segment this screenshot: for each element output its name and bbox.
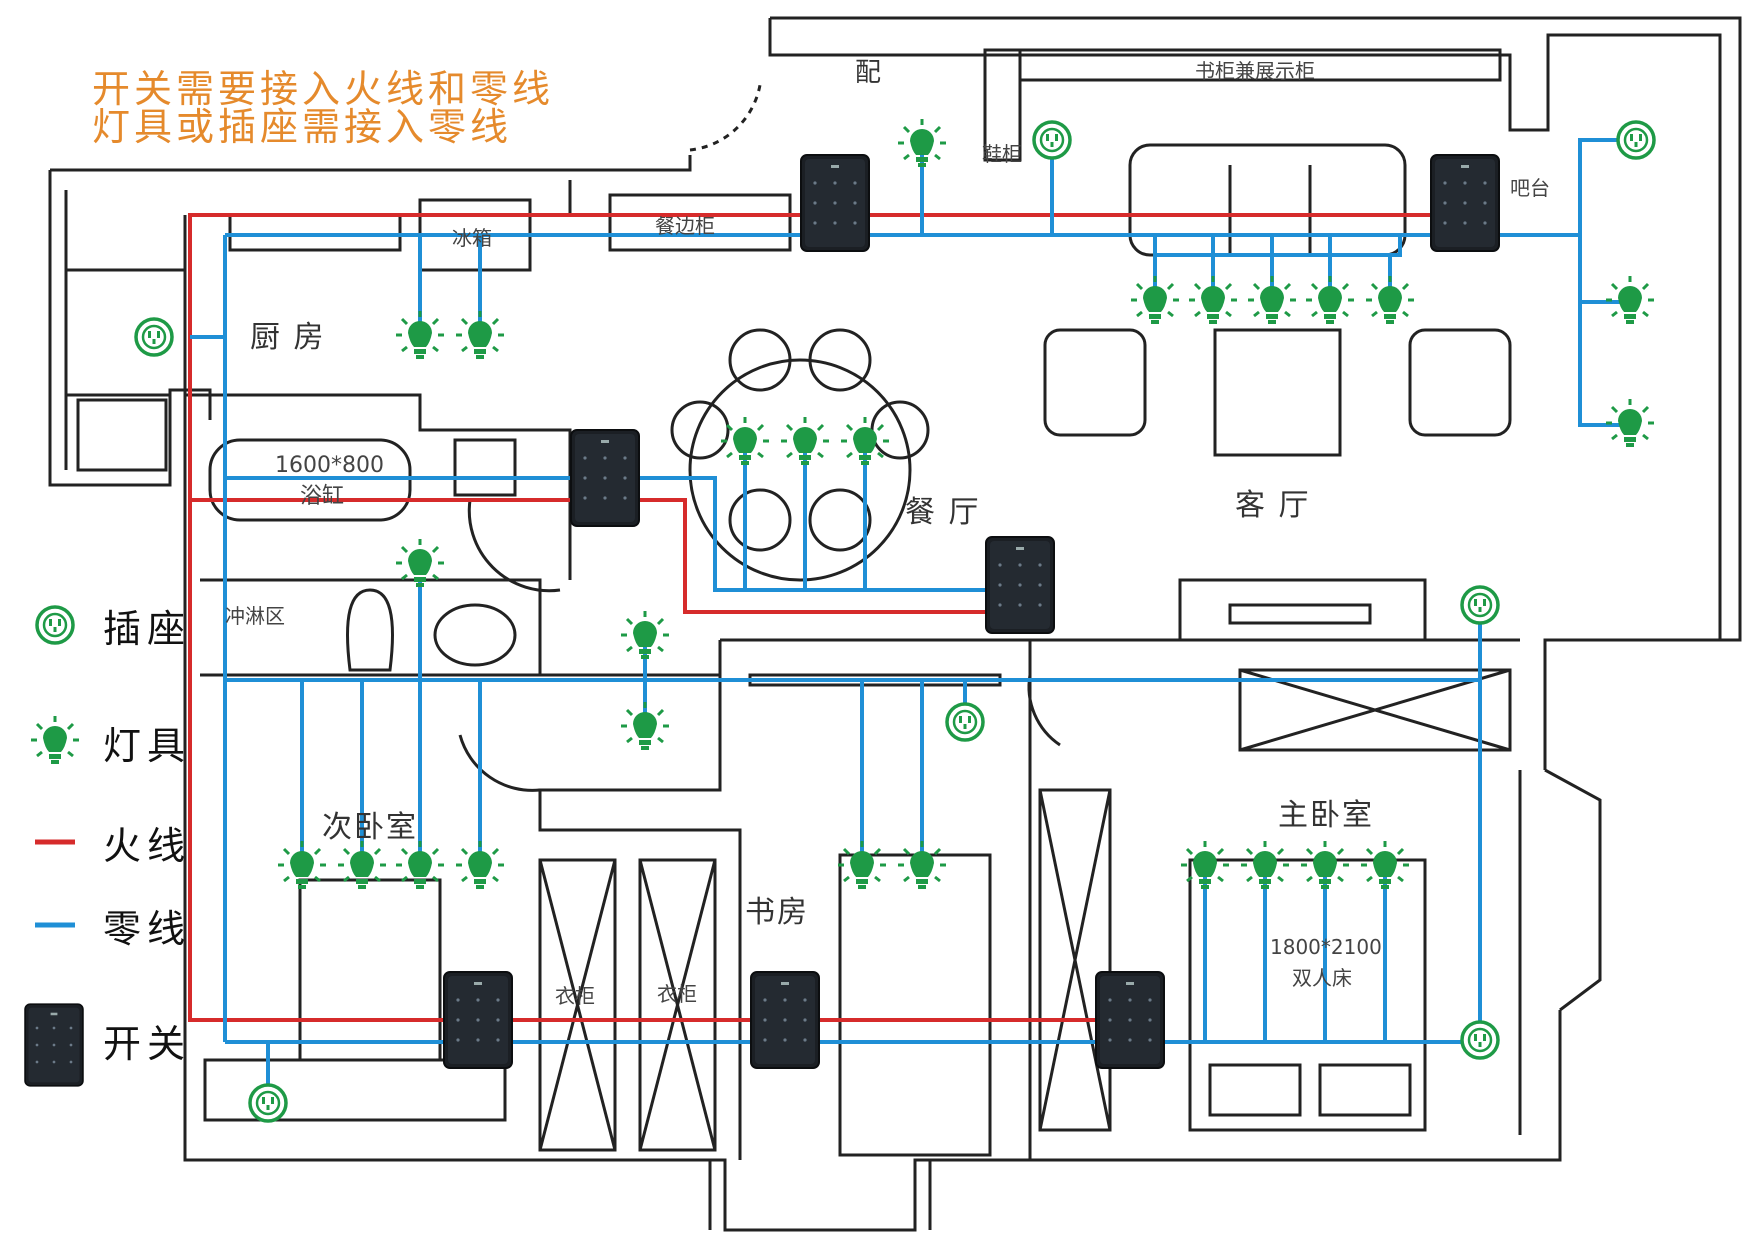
label-wardrobe-2: 衣柜 <box>657 982 697 1006</box>
label-shower: 冲淋区 <box>225 604 285 628</box>
label-shoe: 鞋柜 <box>982 142 1022 166</box>
label-study: 书房 <box>745 895 809 930</box>
legend-light: 灯具 <box>30 707 191 777</box>
label-dining: 餐 厅 <box>905 495 981 530</box>
live-wires <box>188 213 1440 1022</box>
legend-switch-label: 开关 <box>103 1021 192 1066</box>
label-master-bedroom: 主卧室 <box>1278 798 1374 833</box>
label-second-bedroom: 次卧室 <box>322 810 418 845</box>
label-living: 客 厅 <box>1235 488 1311 523</box>
legend-switch: 开关 <box>30 1005 191 1075</box>
legend-socket: 插座 <box>30 590 191 660</box>
legend-symbols <box>24 605 84 1087</box>
label-tub: 浴缸 <box>300 484 345 509</box>
label-bed-size: 1800*2100 <box>1270 935 1382 959</box>
label-bookcase: 书柜兼展示柜 <box>1195 59 1315 83</box>
label-kitchen: 厨 房 <box>250 320 326 355</box>
label-wardrobe-1: 衣柜 <box>555 984 595 1008</box>
label-bar: 吧台 <box>1510 176 1550 200</box>
note-switch: 开关需要接入火线和零线 <box>92 67 555 111</box>
legend-neutral: 零线 <box>30 890 191 960</box>
label-double-bed: 双人床 <box>1292 966 1352 990</box>
label-sideboard: 餐边柜 <box>655 214 715 238</box>
legend-socket-label: 插座 <box>103 606 192 651</box>
legend-neutral-label: 零线 <box>103 906 192 951</box>
label-pei: 配 <box>855 58 884 88</box>
legend-light-label: 灯具 <box>103 723 192 768</box>
legend-live-label: 火线 <box>103 823 192 868</box>
legend-live: 火线 <box>30 807 191 877</box>
label-tub-size: 1600*800 <box>275 453 384 478</box>
label-fridge: 冰箱 <box>452 226 492 250</box>
neutral-wires <box>190 138 1630 1100</box>
note-fixture: 灯具或插座需接入零线 <box>92 105 513 149</box>
